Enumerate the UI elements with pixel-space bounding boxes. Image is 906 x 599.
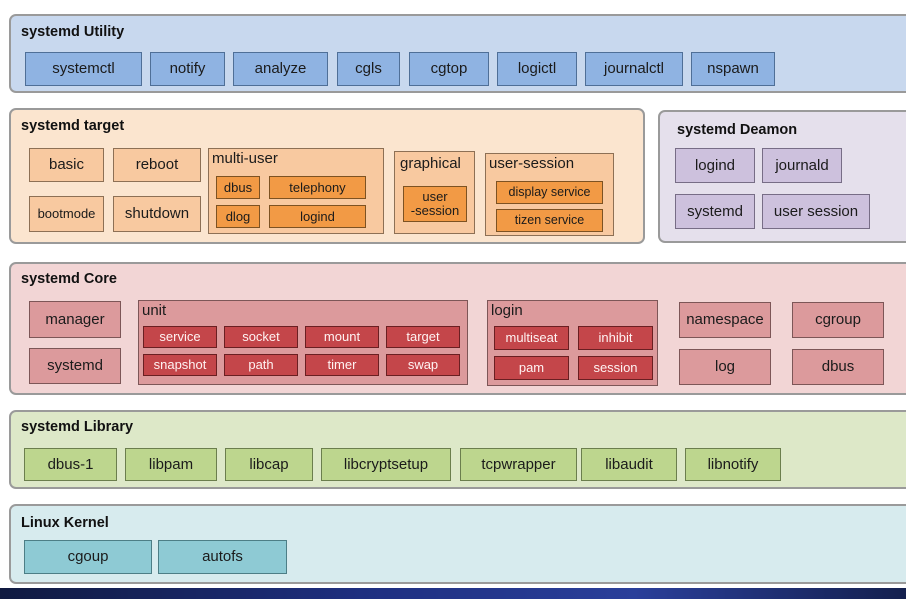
login-pam: pam [494,356,569,380]
multi-user-telephony: telephony [269,176,366,199]
unit-snapshot: snapshot [143,354,217,376]
graphical-user-session: user -session [403,186,467,222]
kernel-title: Linux Kernel [21,515,109,531]
login-inhibit: inhibit [578,326,653,350]
library-libpam: libpam [125,448,217,481]
core-dbus: dbus [792,349,884,385]
utility-analyze: analyze [233,52,328,86]
multi-user-logind: logind [269,205,366,228]
target-bootmode: bootmode [29,196,104,232]
daemon-journald: journald [762,148,842,183]
daemon-title: systemd Deamon [677,122,798,138]
kernel-cgoup: cgoup [24,540,152,574]
unit-path: path [224,354,298,376]
graphical-user-session-label: user -session [410,189,460,218]
library-dbus-1: dbus-1 [24,448,117,481]
unit-group: unit service socket mount target snapsho… [138,300,468,385]
library-libnotify: libnotify [685,448,781,481]
core-cgroup: cgroup [792,302,884,338]
core-systemd: systemd [29,348,121,384]
target-reboot: reboot [113,148,201,182]
target-shutdown: shutdown [113,196,201,232]
systemd-daemon-layer: systemd Deamon logind journald systemd u… [658,110,906,243]
multi-user-group: multi-user dbus telephony dlog logind [208,148,384,234]
multi-user-dlog: dlog [216,205,260,228]
utility-logictl: logictl [497,52,577,86]
systemd-utility-layer: systemd Utility systemctl notify analyze… [9,14,906,93]
unit-swap: swap [386,354,460,376]
library-libaudit: libaudit [581,448,677,481]
kernel-autofs: autofs [158,540,287,574]
daemon-systemd: systemd [675,194,755,229]
core-title: systemd Core [21,271,117,287]
library-title: systemd Library [21,419,134,435]
target-basic: basic [29,148,104,182]
library-libcryptsetup: libcryptsetup [321,448,451,481]
multi-user-label: multi-user [212,150,278,167]
user-session-label: user-session [489,155,575,172]
utility-cgls: cgls [337,52,400,86]
systemd-core-layer: systemd Core manager systemd unit servic… [9,262,906,395]
utility-title: systemd Utility [21,24,125,40]
unit-service: service [143,326,217,348]
user-session-display-service: display service [496,181,603,204]
user-session-tizen-service: tizen service [496,209,603,232]
user-session-group: user-session display service tizen servi… [485,153,614,236]
login-label: login [491,302,523,319]
core-namespace: namespace [679,302,771,338]
unit-label: unit [142,302,167,319]
library-libcap: libcap [225,448,313,481]
login-session: session [578,356,653,380]
unit-socket: socket [224,326,298,348]
utility-cgtop: cgtop [409,52,489,86]
graphical-group: graphical user -session [394,151,475,234]
graphical-label: graphical [400,155,461,172]
linux-kernel-layer: Linux Kernel cgoup autofs [9,504,906,584]
core-manager: manager [29,301,121,338]
unit-timer: timer [305,354,379,376]
unit-target: target [386,326,460,348]
target-title: systemd target [21,118,125,134]
daemon-logind: logind [675,148,755,183]
bottom-bar [0,588,906,599]
daemon-user-session: user session [762,194,870,229]
utility-journalctl: journalctl [585,52,683,86]
utility-notify: notify [150,52,225,86]
core-log: log [679,349,771,385]
utility-systemctl: systemctl [25,52,142,86]
multi-user-dbus: dbus [216,176,260,199]
systemd-target-layer: systemd target basic reboot bootmode shu… [9,108,645,244]
unit-mount: mount [305,326,379,348]
login-multiseat: multiseat [494,326,569,350]
systemd-library-layer: systemd Library dbus-1 libpam libcap lib… [9,410,906,489]
login-group: login multiseat inhibit pam session [487,300,658,386]
utility-nspawn: nspawn [691,52,775,86]
library-tcpwrapper: tcpwrapper [460,448,577,481]
